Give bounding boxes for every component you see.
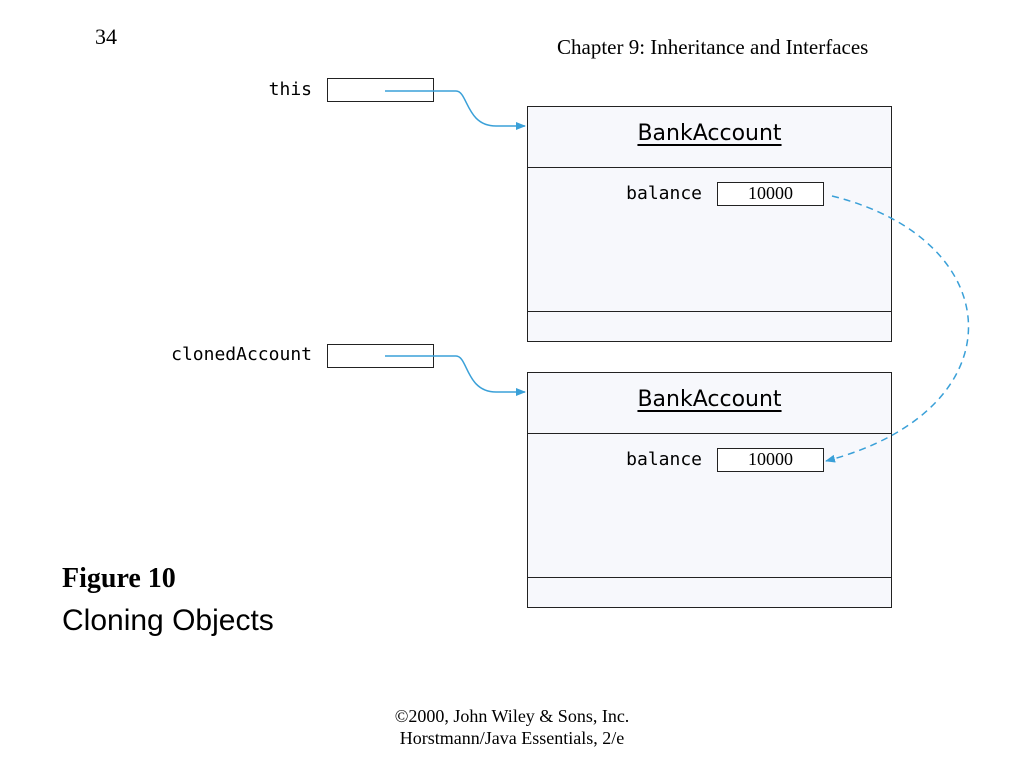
object-header: BankAccount [528, 107, 891, 168]
field-value-balance: 10000 [717, 182, 824, 206]
object-footer [528, 577, 891, 607]
copyright-footer: ©2000, John Wiley & Sons, Inc. Horstmann… [0, 705, 1024, 749]
reference-box-cloned-account [327, 344, 434, 368]
figure-number: Figure 10 [62, 563, 176, 594]
class-name: BankAccount [637, 121, 782, 146]
figure-caption: Cloning Objects [62, 604, 274, 637]
object-box-original: BankAccount balance 10000 [527, 106, 892, 342]
reference-box-this [327, 78, 434, 102]
copyright-line: ©2000, John Wiley & Sons, Inc. [394, 706, 630, 726]
variable-label-this: this [268, 79, 312, 100]
chapter-title: Chapter 9: Inheritance and Interfaces [557, 35, 869, 59]
class-name: BankAccount [637, 387, 782, 412]
variable-label-cloned-account: clonedAccount [171, 344, 312, 365]
book-citation-line: Horstmann/Java Essentials, 2/e [399, 728, 625, 748]
object-header: BankAccount [528, 373, 891, 434]
field-label-balance: balance [626, 183, 702, 204]
object-footer [528, 311, 891, 341]
field-value-balance: 10000 [717, 448, 824, 472]
object-box-clone: BankAccount balance 10000 [527, 372, 892, 608]
field-label-balance: balance [626, 449, 702, 470]
page-number: 34 [95, 24, 117, 49]
